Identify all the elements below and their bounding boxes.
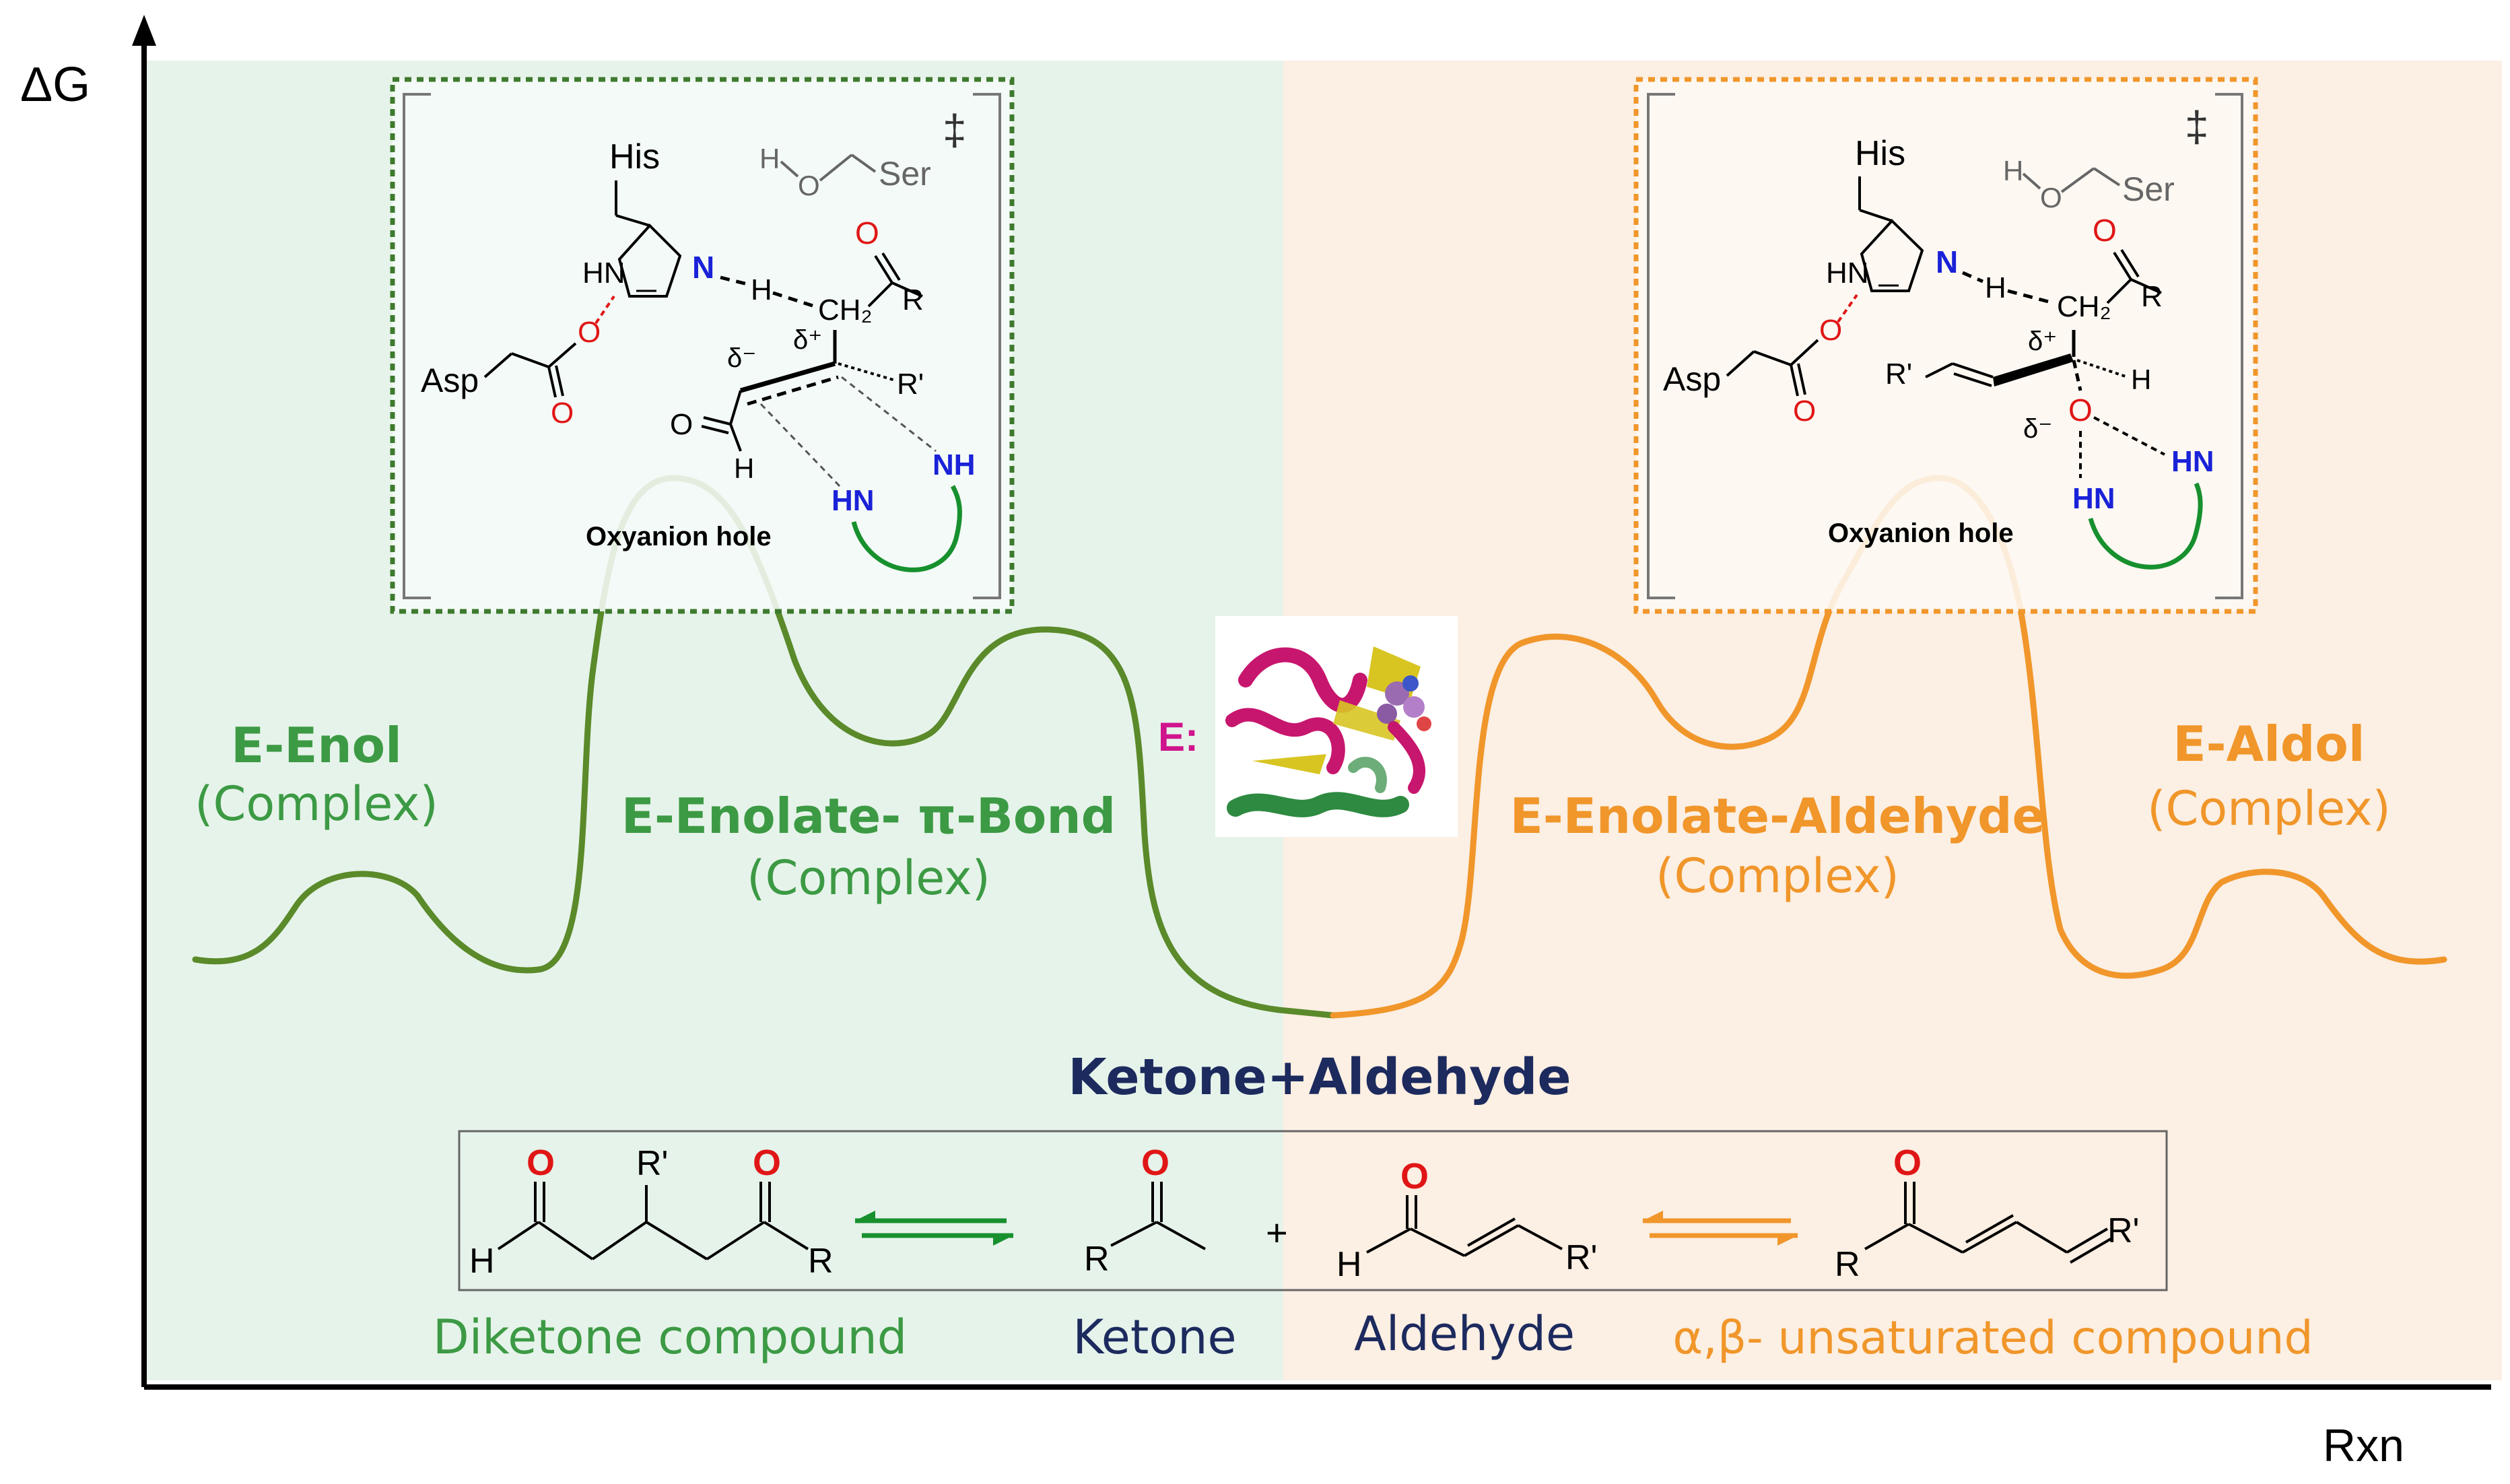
aldehyde-h: H <box>1336 1245 1362 1284</box>
label-e-enol-sub: (Complex) <box>195 776 438 832</box>
label-ground-state: Ketone+Aldehyde <box>1068 1048 1571 1106</box>
ts-right-asp: Asp <box>1663 360 1721 398</box>
ts-right-his-hn: HN <box>1826 257 1869 290</box>
ts-right-dagger: ‡ <box>2185 102 2209 151</box>
ketone-r: R <box>1084 1240 1110 1279</box>
ts-right-his: His <box>1855 134 1905 173</box>
enzyme-structure-image <box>1215 616 1458 837</box>
ts-right-ch2: CH₂ <box>2057 290 2111 323</box>
unsaturated-o: O <box>1893 1143 1922 1183</box>
ts-left-o-ketone: O <box>855 215 879 250</box>
ketone-o: O <box>1141 1143 1169 1183</box>
ts-right-ser-h: H <box>2003 155 2023 187</box>
ts-left-asp-o2: O <box>551 397 574 430</box>
ts-right-r: R <box>2141 280 2163 313</box>
aldehyde-o: O <box>1400 1156 1429 1196</box>
label-e-enolate-aldehyde: E-Enolate-Aldehyde <box>1510 788 2045 844</box>
diketone-r: R <box>808 1242 834 1281</box>
ts-left-nh: NH <box>932 448 976 481</box>
diketone-r-prime: R' <box>636 1144 668 1183</box>
ts-left-ser-o: O <box>798 170 820 201</box>
ts-right-r-prime: R' <box>1885 358 1912 391</box>
ts-left-o-ald: O <box>670 408 693 441</box>
x-axis-label: Rxn <box>2323 1420 2404 1471</box>
ts-right-h: H <box>1985 271 2006 304</box>
ts-right-ser-o: O <box>2040 182 2062 213</box>
label-unsaturated: α,β- unsaturated compound <box>1672 1312 2313 1365</box>
ts-left-ser: Ser <box>879 155 931 193</box>
ketone-structure: O R <box>1084 1143 1206 1279</box>
ts-right-ser: Ser <box>2122 170 2175 208</box>
diketone-o2: O <box>753 1143 781 1183</box>
label-ketone: Ketone <box>1073 1310 1236 1365</box>
label-e-aldol-sub: (Complex) <box>2147 781 2391 836</box>
ts-left-h-ald: H <box>734 452 754 484</box>
ts-left-ch2: CH₂ <box>818 294 873 327</box>
label-e-enol: E-Enol <box>231 717 402 774</box>
unsaturated-structure: O R R' <box>1835 1143 2139 1284</box>
equilibrium-arrows-green <box>855 1211 1013 1246</box>
y-axis-arrow <box>132 15 156 46</box>
ts-left-his-hn: HN <box>582 257 625 290</box>
ts-left-delta-minus: δ⁻ <box>727 343 756 373</box>
unsaturated-r: R <box>1835 1245 1860 1284</box>
ts-right-delta-minus: δ⁻ <box>2023 414 2052 444</box>
unsaturated-r-prime: R' <box>2107 1211 2139 1250</box>
aldehyde-structure: O H R' <box>1336 1156 1597 1284</box>
aldehyde-r-prime: R' <box>1565 1238 1597 1277</box>
label-diketone: Diketone compound <box>433 1310 907 1365</box>
transition-state-right: ‡ His HN N H CH₂ O R H O Ser Asp O O R' <box>1633 77 2258 614</box>
ts-right-o-ketone: O <box>2093 213 2117 248</box>
transition-state-left: ‡ His HN N H CH₂ O R H O Ser Asp O <box>390 77 1015 614</box>
ts-right-hn-right: HN <box>2171 445 2214 478</box>
diketone-h: H <box>469 1242 495 1281</box>
ts-right-asp-o2: O <box>1793 395 1816 428</box>
label-e-enolate-pi-sub: (Complex) <box>747 850 990 906</box>
ts-right-frame <box>1633 77 2258 614</box>
ts-left-r: R <box>902 283 924 316</box>
diketone-o1: O <box>527 1143 555 1183</box>
label-e-aldol: E-Aldol <box>2173 716 2365 772</box>
plus-sign: + <box>1266 1211 1288 1254</box>
label-e-enolate-aldehyde-sub: (Complex) <box>1656 848 1899 904</box>
ts-left-delta-plus: δ⁺ <box>793 325 822 355</box>
ts-left-his: His <box>609 137 660 176</box>
equilibrium-arrows-orange <box>1643 1211 1798 1246</box>
ts-right-o-alk: O <box>2068 393 2093 428</box>
ts-left-ser-h: H <box>759 143 780 174</box>
ts-right-his-n: N <box>1936 244 1958 279</box>
ts-left-h: H <box>751 273 772 306</box>
ts-right-delta-plus: δ⁺ <box>2028 327 2057 356</box>
ts-right-h-c: H <box>2131 364 2151 395</box>
ts-left-his-n: N <box>692 250 714 285</box>
ts-left-asp: Asp <box>421 362 479 399</box>
y-axis-label: ΔG <box>20 58 90 112</box>
ts-left-dagger: ‡ <box>943 106 967 154</box>
ts-left-hn: HN <box>832 484 875 517</box>
enzyme-label: E: <box>1158 714 1198 760</box>
diketone-structure: O O R' H R <box>469 1143 834 1281</box>
ts-left-frame <box>390 77 1015 614</box>
label-aldehyde: Aldehyde <box>1354 1306 1575 1361</box>
reaction-box <box>458 1130 2168 1291</box>
ts-right-hn-bottom: HN <box>2072 482 2115 515</box>
ts-right-oxyanion-label: Oxyanion hole <box>1828 518 2014 548</box>
ts-left-oxyanion-label: Oxyanion hole <box>586 522 772 551</box>
ts-left-r-prime: R' <box>897 368 924 401</box>
label-e-enolate-pi: E-Enolate- π-Bond <box>621 788 1116 844</box>
